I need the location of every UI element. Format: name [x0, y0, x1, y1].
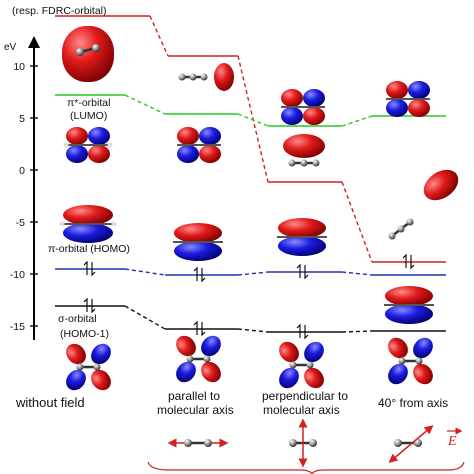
lumo-levels — [55, 94, 446, 127]
grouping-brace — [147, 461, 465, 474]
electron-pair-homo1-parallel — [193, 320, 206, 337]
pi-star-label: π*-orbital — [67, 97, 110, 109]
homo1-orbital-nofield — [66, 343, 111, 391]
col-label-perp-2: molecular axis — [263, 403, 340, 417]
pi-homo-label: π-orbital (HOMO) — [48, 243, 130, 255]
col-label-without-field: without field — [15, 395, 85, 410]
electron-pair-homo-nofield — [83, 260, 96, 277]
homo1-orbital-parallel — [176, 335, 221, 383]
axis-tick-label-4: -10 — [10, 269, 25, 281]
fdrc-orbital-nofield — [62, 26, 114, 82]
col-label-parallel-2: molecular axis — [157, 403, 234, 417]
homo-orbital-angle — [384, 286, 434, 324]
homo-orbital-nofield — [59, 205, 117, 243]
homo1-orbital-perp — [279, 341, 324, 389]
lumo-orbital-perp — [281, 89, 325, 125]
sigma-abbr: (HOMO-1) — [60, 328, 109, 340]
sigma-label: σ-orbital — [58, 313, 97, 325]
electron-pair-homo-perp — [296, 263, 309, 280]
axis-tick-label-0: 10 — [13, 61, 25, 73]
homo-levels — [55, 268, 446, 276]
electric-field-arrow-icon — [167, 418, 434, 468]
lumo-orbital-angle — [386, 81, 430, 117]
electron-pairs — [83, 253, 415, 340]
electron-pair-homo-parallel — [193, 266, 206, 283]
homo-orbital-perp — [277, 218, 327, 256]
electron-pair-homo1-perp — [296, 323, 309, 340]
fdrc-subtitle: (resp. FDRC-orbital) — [12, 5, 107, 17]
col-label-angle: 40° from axis — [378, 396, 448, 410]
axis-unit: eV — [4, 42, 17, 53]
axis-tick-label-1: 5 — [19, 113, 25, 125]
axis-tick-label-5: -15 — [10, 321, 25, 333]
electron-pair-fdrc-angle — [402, 253, 415, 270]
energy-axis: eV 10 5 0 -5 -10 -15 — [4, 36, 40, 340]
fdrc-levels — [55, 15, 446, 263]
electron-pair-homo1-nofield — [83, 297, 96, 314]
homo-orbital-parallel — [173, 223, 223, 261]
axis-tick-label-2: 0 — [19, 165, 25, 177]
fdrc-orbital-perp — [283, 134, 325, 167]
col-label-parallel-1: parallel to — [168, 389, 220, 403]
field-symbol: E — [447, 434, 457, 449]
col-label-perp-1: perpendicular to — [262, 389, 348, 403]
fdrc-orbital-parallel — [178, 63, 234, 91]
lumo-orbital-nofield — [63, 127, 113, 163]
fdrc-orbital-angle — [388, 169, 459, 240]
lumo-orbital-parallel — [177, 127, 221, 163]
axis-tick-label-3: -5 — [16, 217, 25, 229]
pi-star-abbr: (LUMO) — [70, 110, 107, 122]
homo1-orbital-angle — [388, 337, 433, 385]
